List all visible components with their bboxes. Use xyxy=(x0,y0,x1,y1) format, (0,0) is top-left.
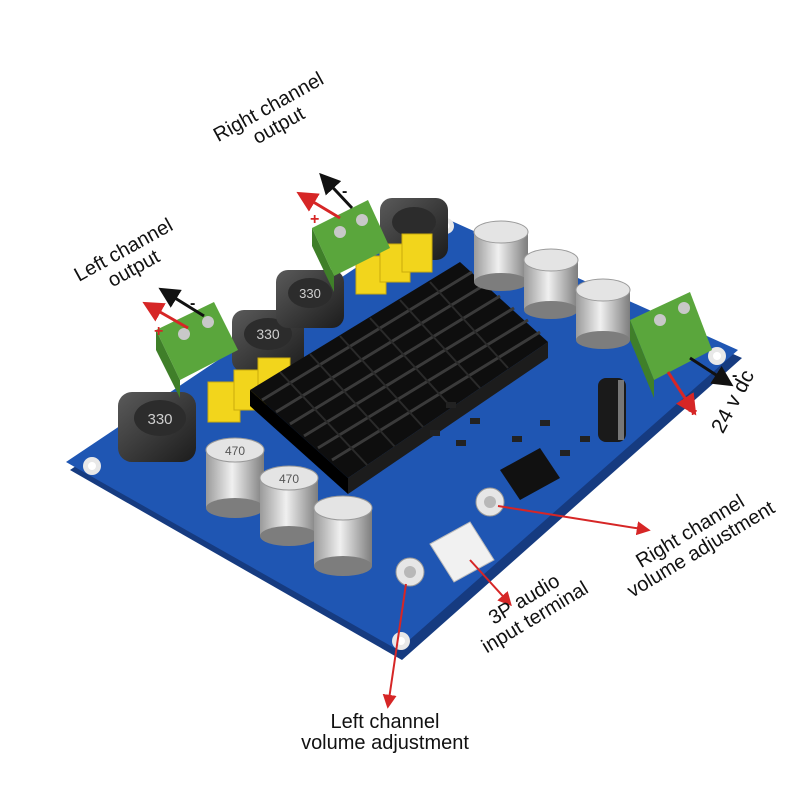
inductor-back: 330 xyxy=(276,270,344,328)
left-volume-arrow xyxy=(382,583,407,709)
right-volume-pot xyxy=(475,487,505,517)
power-arrows: + - xyxy=(666,356,737,420)
small-capacitor xyxy=(598,378,626,442)
capacitor-marking: 470 xyxy=(225,444,245,458)
inductor-marking: 330 xyxy=(299,286,321,301)
ic-chip xyxy=(500,448,560,500)
electrolytic-capacitor xyxy=(313,495,373,576)
electrolytic-capacitor: 470 xyxy=(259,465,319,546)
inductor-marking: 330 xyxy=(256,326,280,342)
plus-sign: + xyxy=(154,323,163,340)
left-output-arrows: + - xyxy=(142,287,205,340)
electrolytic-capacitor xyxy=(575,278,631,349)
terminal-right-output xyxy=(312,200,390,292)
right-output-arrows: + - xyxy=(296,172,354,228)
left-volume-pot xyxy=(395,557,425,587)
capacitor-marking: 470 xyxy=(279,472,299,486)
audio-input-arrow xyxy=(469,559,512,607)
smd-components xyxy=(430,402,590,456)
heatsink xyxy=(250,262,548,494)
audio-input-connector xyxy=(429,521,495,583)
electrolytic-capacitor: 470 xyxy=(205,437,265,518)
plus-sign: + xyxy=(688,403,697,420)
right-volume-arrow xyxy=(497,505,651,536)
inductor-marking: 330 xyxy=(147,411,172,428)
minus-sign: - xyxy=(342,183,347,200)
minus-sign: - xyxy=(732,367,737,384)
electrolytic-capacitor xyxy=(473,220,529,291)
inductor-front: 330 xyxy=(118,392,196,462)
electrolytic-capacitor xyxy=(523,248,579,319)
plus-sign: + xyxy=(310,211,319,228)
left-channel-volume-label: Left channel volume adjustment xyxy=(301,711,469,754)
minus-sign: - xyxy=(190,295,195,312)
